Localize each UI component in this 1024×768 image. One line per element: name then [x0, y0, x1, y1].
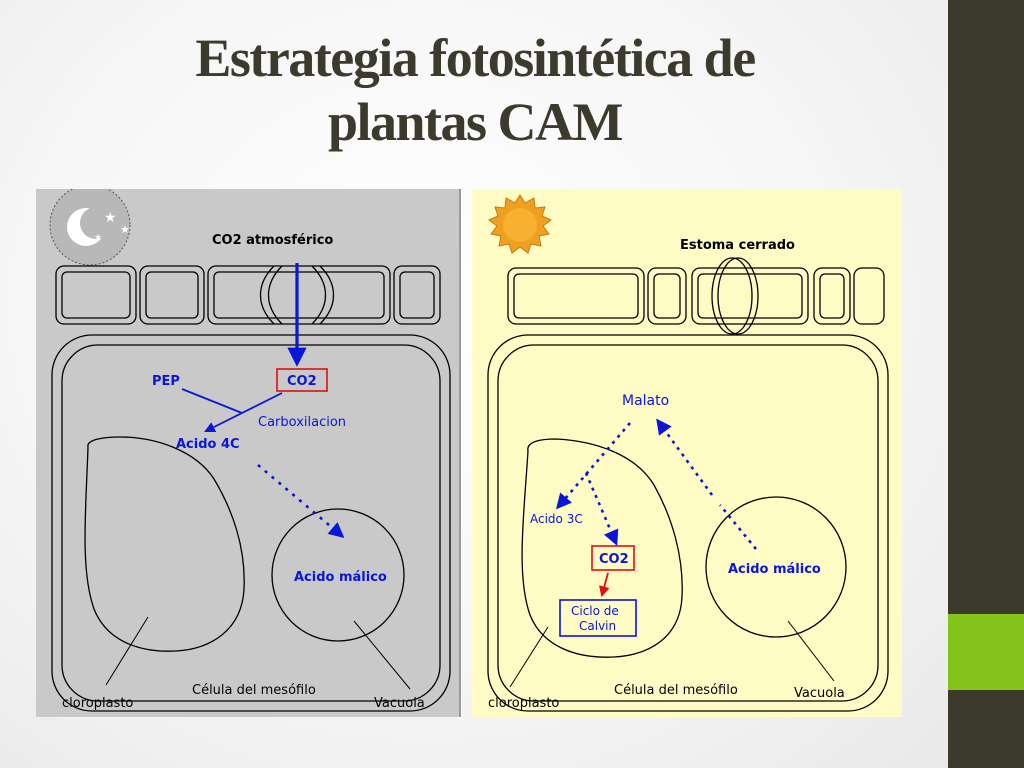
co2-to-calvin-arrow: [599, 572, 610, 598]
night-vacuole-label: Vacuola: [374, 696, 425, 711]
carboxylation-label: Carboxilacion: [258, 415, 346, 430]
svg-text:★: ★: [104, 209, 117, 225]
night-co2-box-label: CO2: [287, 374, 317, 389]
day-chloroplast: [521, 438, 683, 658]
slide-title-line-2: plantas CAM: [327, 92, 624, 152]
night-co2-box: [276, 368, 328, 392]
day-cell-label: Célula del mesófilo: [614, 683, 738, 698]
day-co2-box: [591, 545, 635, 571]
day-vacuole: [705, 496, 847, 638]
day-vacuole-pointer: [787, 620, 835, 682]
svg-text:★: ★: [94, 232, 102, 242]
day-co2-box-label: CO2: [599, 552, 629, 567]
co2-atmospheric-label: CO2 atmosférico: [212, 233, 333, 248]
svg-text:★: ★: [120, 224, 130, 236]
cam-diagram: ★ ★ ★: [36, 189, 902, 717]
day-mesophyll-cell: [487, 334, 889, 712]
night-mesophyll-cell: [51, 334, 451, 712]
day-malic-acid-label: Acido málico: [728, 562, 821, 577]
calvin-line-2: Calvin: [579, 619, 616, 633]
acid-4c-label: Acido 4C: [176, 437, 240, 452]
malate-label: Malato: [622, 393, 669, 409]
pep-label: PEP: [152, 374, 180, 389]
night-malic-acid-label: Acido málico: [294, 570, 387, 585]
night-panel: ★ ★ ★: [36, 189, 460, 717]
calvin-cycle-box: [559, 599, 637, 637]
night-epidermis-cells: [55, 265, 441, 325]
day-panel: Estoma cerrado Malato Acido 3C CO2 Ciclo…: [472, 189, 902, 717]
night-vacuole-pointer: [353, 620, 411, 690]
closed-stoma-label: Estoma cerrado: [680, 238, 795, 253]
day-chloroplast-pointer: [509, 626, 549, 688]
co2-to-carboxylation-line: [204, 392, 283, 432]
night-chloroplast: [84, 436, 245, 652]
malic-acid-to-vacuole-arrow: [718, 504, 758, 550]
malate-to-acid-3c-arrow: [555, 422, 631, 510]
slide-title: Estrategia fotosintética de plantas CAM: [60, 26, 890, 154]
acid-4c-to-vacuole-arrow: [257, 464, 345, 539]
calvin-line-1: Ciclo de: [571, 604, 619, 618]
pep-arrow: [181, 388, 243, 414]
day-epidermis-cells: [507, 257, 885, 335]
night-vacuole: [271, 508, 405, 642]
sun-icon: [488, 194, 552, 254]
night-cell-label: Célula del mesófilo: [192, 683, 316, 698]
day-chloroplast-label: cloroplasto: [488, 696, 559, 711]
day-vacuole-label: Vacuola: [794, 686, 845, 701]
night-chloroplast-label: cloroplasto: [62, 696, 133, 711]
night-chloroplast-pointer: [105, 616, 149, 686]
day-panel-background: [472, 189, 902, 717]
slide-title-line-1: Estrategia fotosintética de: [195, 28, 756, 88]
acid-3c-label: Acido 3C: [530, 512, 583, 526]
sidebar-accent-block: [948, 614, 1024, 690]
moon-and-stars-icon: ★ ★ ★: [49, 189, 131, 266]
